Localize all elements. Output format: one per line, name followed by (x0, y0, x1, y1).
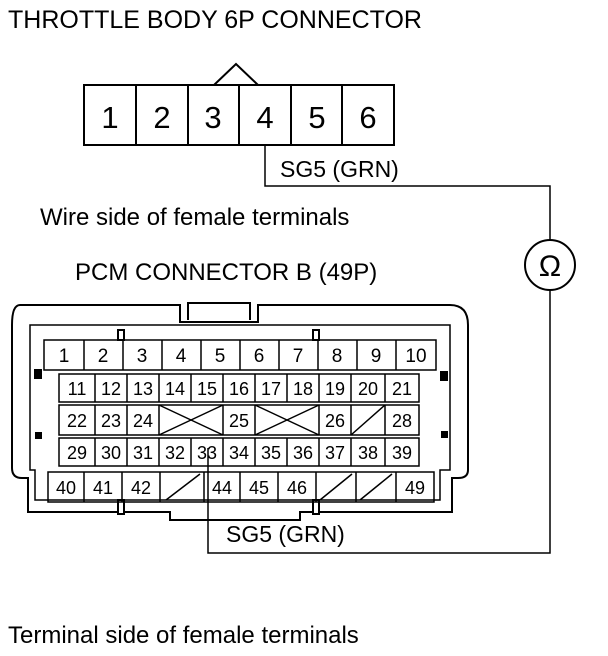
pcm-pin-2: 2 (98, 346, 109, 367)
pcm-pin-26: 26 (325, 411, 345, 431)
pcm-pin-32: 32 (165, 443, 185, 463)
pcm-pin-16: 16 (229, 379, 249, 399)
pcm-row-5 (47, 471, 435, 503)
throttle-pin-1: 1 (101, 100, 118, 135)
test-lead-wire (207, 145, 551, 554)
pcm-pin-3: 3 (137, 346, 148, 367)
pcm-pin-10: 10 (405, 346, 426, 367)
throttle-connector (83, 62, 395, 146)
pcm-pin-49: 49 (405, 478, 425, 498)
pcm-pin-11: 11 (68, 379, 87, 399)
throttle-pin-5: 5 (308, 100, 325, 135)
ohmmeter: Ω (524, 239, 576, 291)
pcm-pin-14: 14 (165, 379, 185, 399)
pcm-pin-28: 28 (392, 411, 412, 431)
pcm-pin-5: 5 (215, 346, 226, 367)
pcm-pin-40: 40 (56, 478, 76, 498)
pcm-pin-44: 44 (212, 478, 232, 498)
pcm-pin-21: 21 (392, 379, 412, 399)
pcm-pin-19: 19 (325, 379, 345, 399)
pcm-pin-33: 33 (197, 443, 217, 463)
pcm-pin-42: 42 (131, 478, 151, 498)
pcm-pin-4: 4 (176, 346, 187, 367)
pcm-pin-41: 41 (93, 478, 113, 498)
throttle-pin-4: 4 (256, 100, 273, 135)
pcm-pin-1: 1 (59, 346, 70, 367)
pcm-row-4 (58, 437, 420, 467)
pcm-pin-24: 24 (133, 411, 153, 431)
pcm-pin-25: 25 (229, 411, 249, 431)
pcm-pin-17: 17 (261, 379, 281, 399)
terminal-side-caption: Terminal side of female terminals (8, 622, 359, 649)
blank-cavity-mark (165, 473, 201, 501)
pcm-pin-30: 30 (101, 443, 121, 463)
blank-cavity-mark (359, 473, 393, 501)
pcm-pin-6: 6 (254, 346, 265, 367)
throttle-connector-title: THROTTLE BODY 6P CONNECTOR (8, 6, 422, 34)
pcm-pin-12: 12 (101, 379, 121, 399)
pcm-pin-39: 39 (392, 443, 412, 463)
pcm-row-3 (58, 404, 420, 436)
pcm-pin-23: 23 (101, 411, 121, 431)
blank-cavity-mark (350, 404, 386, 436)
pcm-pin-13: 13 (133, 379, 153, 399)
pcm-pin-29: 29 (67, 443, 87, 463)
pcm-connector-title: PCM CONNECTOR B (49P) (75, 259, 377, 286)
wire-label-top: SG5 (GRN) (280, 156, 399, 182)
pcm-pin-35: 35 (261, 443, 281, 463)
pcm-pin-45: 45 (249, 478, 269, 498)
throttle-pin-3: 3 (204, 100, 221, 135)
pcm-pin-31: 31 (133, 443, 153, 463)
throttle-pin-2: 2 (153, 100, 170, 135)
pcm-connector-housing (11, 302, 469, 521)
pcm-row-2 (58, 373, 420, 403)
throttle-pin-6: 6 (359, 100, 376, 135)
pcm-pin-15: 15 (197, 379, 217, 399)
ohmmeter-circle (524, 239, 576, 291)
pcm-pin-20: 20 (358, 379, 378, 399)
pcm-pin-36: 36 (293, 443, 313, 463)
wire-side-caption: Wire side of female terminals (40, 204, 349, 231)
pcm-pin-18: 18 (293, 379, 313, 399)
ohm-symbol: Ω (539, 250, 561, 283)
pcm-row-1 (43, 339, 437, 371)
pcm-pin-38: 38 (358, 443, 378, 463)
pcm-pin-37: 37 (325, 443, 345, 463)
pcm-pin-46: 46 (287, 478, 307, 498)
pcm-pin-22: 22 (67, 411, 87, 431)
connector-lock-tab (213, 62, 259, 86)
blank-cavity-mark (319, 473, 353, 501)
wire-label-bottom: SG5 (GRN) (226, 521, 345, 547)
pcm-pin-7: 7 (293, 346, 304, 367)
pcm-pin-34: 34 (229, 443, 249, 463)
pcm-pin-9: 9 (371, 346, 382, 367)
pcm-pin-8: 8 (332, 346, 343, 367)
